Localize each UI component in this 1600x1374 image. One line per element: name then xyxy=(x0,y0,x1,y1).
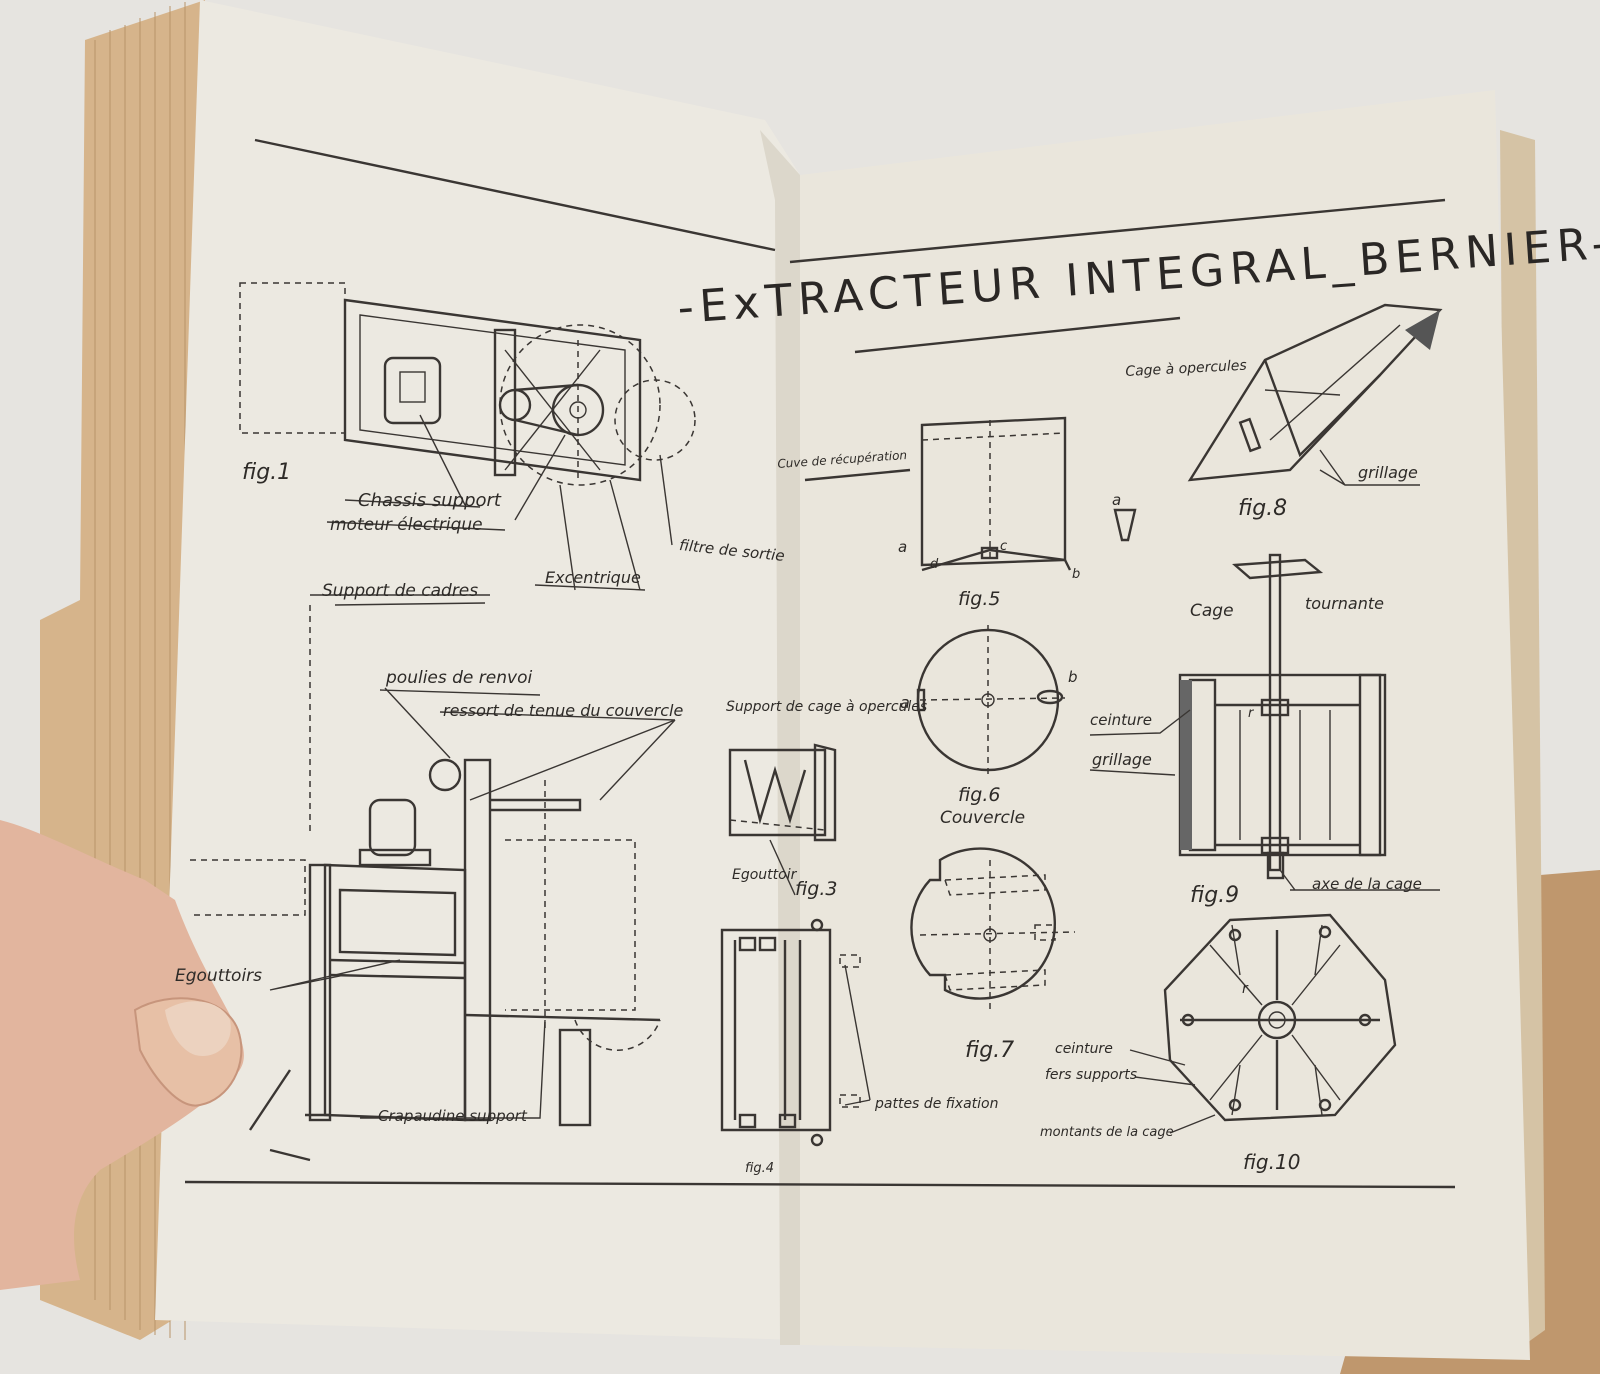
thumbnail xyxy=(165,1001,231,1056)
fig5-label: fig.5 xyxy=(958,588,1001,610)
label-excentrique: Excentrique xyxy=(545,568,641,587)
header-rule-right xyxy=(789,198,1446,264)
side-elevation-drawing xyxy=(190,594,661,1162)
letter-c-fig5: c xyxy=(1000,539,1008,554)
left-page xyxy=(155,0,800,1340)
gutter-shadow xyxy=(760,130,800,1345)
label-grillage-fig9: grillage xyxy=(1092,750,1152,769)
letter-a-detail: a xyxy=(1112,491,1122,509)
fig10-label: fig.10 xyxy=(1243,1150,1301,1174)
fig3-drawing xyxy=(728,743,837,842)
fig5-drawing xyxy=(804,416,1137,572)
letter-d-fig5: d xyxy=(930,557,939,572)
label-poulies-de-renvoi: poulies de renvoi xyxy=(386,668,533,688)
label-ceinture-fig10: ceinture xyxy=(1055,1041,1113,1057)
label-ceinture-fig9: ceinture xyxy=(1090,711,1152,729)
letter-a-fig5: a xyxy=(898,538,908,556)
label-tournante: tournante xyxy=(1305,594,1384,613)
label-moteur-electrique: moteur électrique xyxy=(330,515,483,535)
label-crapaudine-support: Crapaudine support xyxy=(378,1107,527,1125)
fig1-drawing xyxy=(239,282,696,486)
label-egouttoir: Egouttoir xyxy=(732,867,797,883)
label-support-de-cadres: Support de cadres xyxy=(322,581,479,601)
fig8-leaders xyxy=(1264,389,1420,486)
fig10-drawing xyxy=(1163,913,1397,1122)
label-couvercle: Couvercle xyxy=(940,808,1026,828)
letter-r-fig10: r xyxy=(1242,981,1248,997)
fig7-drawing xyxy=(910,847,1076,1010)
fig3-leader xyxy=(769,839,796,896)
fig4-label: fig.4 xyxy=(745,1161,775,1176)
letter-r-fig9: r xyxy=(1248,706,1254,721)
fig9-drawing xyxy=(1178,553,1387,880)
header-rule-left xyxy=(254,138,776,252)
fig8-label: fig.8 xyxy=(1238,496,1288,521)
title-underline xyxy=(854,316,1181,354)
label-support-de-cage: Support de cage à opercules xyxy=(726,699,928,715)
label-egouttoirs: Egouttoirs xyxy=(175,966,263,986)
label-pattes-de-fixation: pattes de fixation xyxy=(875,1096,999,1112)
side-elevation-leaders xyxy=(269,602,676,1119)
fig4-drawing xyxy=(720,918,871,1147)
fig8-drawing xyxy=(1187,303,1443,482)
label-montants-de-la-cage: montants de la cage xyxy=(1040,1125,1174,1140)
label-grillage-fig8: grillage xyxy=(1358,463,1418,482)
label-chassis-support: Chassis support xyxy=(358,490,501,511)
fig7-label: fig.7 xyxy=(965,1038,1015,1063)
fig6-label: fig.6 xyxy=(958,784,1001,806)
fig9-label: fig.9 xyxy=(1190,883,1240,908)
fig10-leaders xyxy=(1129,1049,1216,1134)
letter-a-fig6: a xyxy=(900,693,910,712)
label-axe-de-la-cage: axe de la cage xyxy=(1312,875,1422,893)
footer-rule xyxy=(184,1180,1456,1189)
fig9-leaders xyxy=(1089,709,1440,891)
fig1-label: fig.1 xyxy=(242,460,292,485)
letter-b-fig6: b xyxy=(1068,668,1078,686)
fig3-label: fig.3 xyxy=(795,878,838,900)
label-ressort: ressort de tenue du couvercle xyxy=(443,701,684,720)
label-cage: Cage xyxy=(1190,601,1234,621)
fig6-drawing xyxy=(916,625,1066,775)
letter-b-fig5: b xyxy=(1072,567,1081,582)
hand-palm xyxy=(0,820,244,1290)
label-fers-supports: fers supports xyxy=(1045,1067,1138,1083)
fig1-leaders xyxy=(326,414,673,591)
